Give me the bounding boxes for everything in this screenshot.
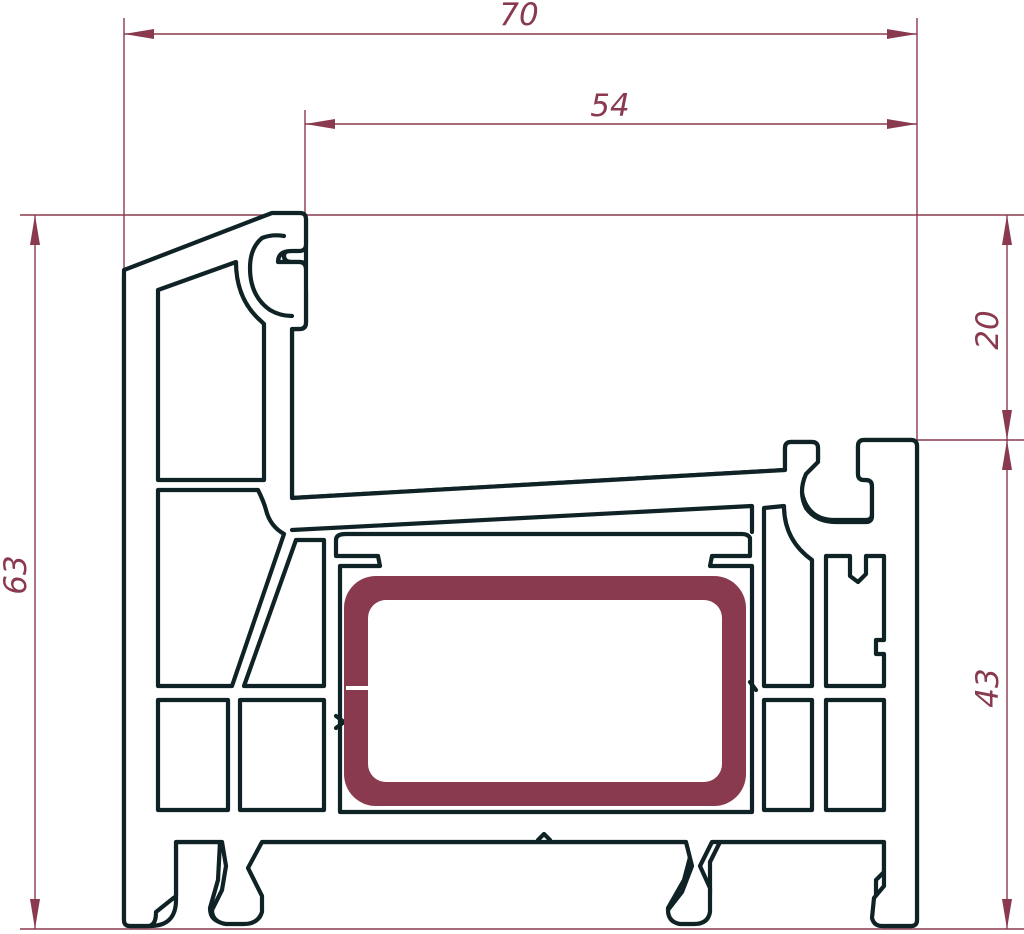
- arrow-43-bottom: [1002, 899, 1012, 929]
- dimension-20-43: 20 43: [917, 215, 1024, 929]
- arrow-left: [305, 119, 335, 129]
- arrow-bottom: [30, 899, 40, 929]
- arrow-20-bottom: [1002, 410, 1012, 440]
- chamber-right-upper-outer: [823, 553, 887, 689]
- arrow-right: [887, 29, 917, 39]
- steel-reinforcement: [344, 576, 746, 806]
- chamber-upper-left: [155, 259, 267, 483]
- arrow-20-top: [1002, 215, 1012, 245]
- chamber-right-lower-outer: [823, 697, 887, 813]
- chamber-left-middle: [155, 487, 287, 689]
- pvc-profile: [121, 210, 920, 929]
- dimension-70: 70: [123, 0, 918, 440]
- bead-hook: [247, 233, 295, 319]
- arrow-right: [887, 119, 917, 129]
- label-43: 43: [970, 668, 1006, 707]
- chamber-lower-left-2: [237, 697, 327, 813]
- notch-right: [747, 679, 759, 693]
- label-70: 70: [499, 0, 538, 33]
- reinforcement-inner: [368, 600, 722, 782]
- rebate-line: [289, 503, 755, 535]
- label-54: 54: [590, 88, 629, 124]
- label-20: 20: [970, 310, 1006, 349]
- chamber-lower-left-1: [155, 697, 231, 813]
- arrow-43-top: [1002, 440, 1012, 470]
- label-63: 63: [0, 555, 34, 594]
- notch-bottom: [535, 831, 553, 843]
- arrow-top: [30, 215, 40, 245]
- dimension-63: 63: [0, 214, 1024, 930]
- chamber-right-lower-inner: [761, 697, 815, 813]
- reinforcement-seam: [346, 686, 368, 690]
- chamber-right-upper-inner: [761, 503, 815, 689]
- chamber-diagonal: [241, 537, 327, 689]
- dimension-54: 54: [304, 88, 917, 215]
- arrow-left: [124, 29, 154, 39]
